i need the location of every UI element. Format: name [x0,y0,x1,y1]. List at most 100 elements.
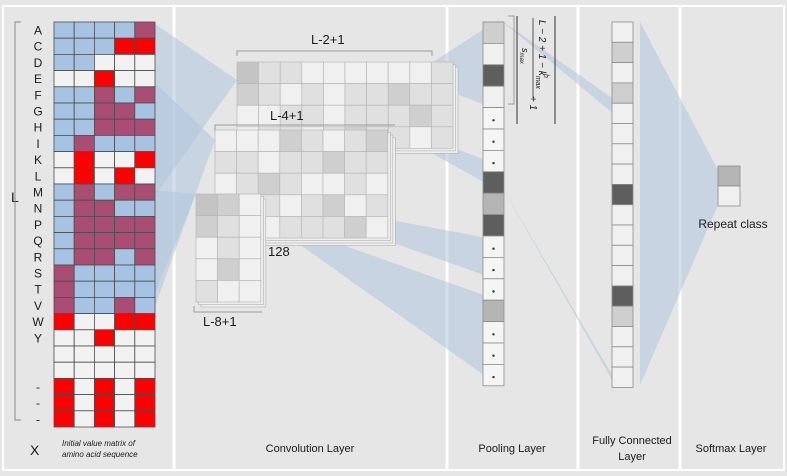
feature-map-cell [238,215,262,238]
projection-beam [258,215,498,385]
feature-map-cell [236,83,259,106]
feature-map-cell [236,61,259,84]
feature-map-cell [195,193,218,216]
amino-acid-label: F [34,88,41,102]
dense-neuron [611,123,634,145]
matrix-cell [114,134,136,152]
matrix-cell [134,86,156,104]
amino-acid-label: C [34,40,43,54]
feature-map-cell [238,193,262,216]
feature-map-cell [409,104,432,128]
matrix-cell [73,183,95,201]
matrix-cell [73,329,95,347]
matrix-cell [94,70,116,88]
feature-map-cell [344,172,367,196]
matrix-cell [114,232,136,250]
feature-map-cell [217,280,240,303]
matrix-cell [94,134,116,152]
softmax-section: Repeat class Softmax Layer [696,165,768,455]
matrix-cell [114,377,136,395]
pooling-cell [482,363,505,387]
matrix-cell [73,410,95,428]
feature-map-cell [431,126,454,149]
pooling-size-bracket [508,15,515,105]
matrix-cell [73,37,95,55]
feature-map-cell [301,194,324,217]
matrix-cell [94,86,116,104]
dense-neuron [611,41,634,63]
pooling-cell [482,214,505,237]
matrix-cell [73,21,95,39]
matrix-cell [53,410,75,428]
matrix-cell [134,345,156,363]
ellipsis-dot [492,119,495,122]
feature-map-cell [236,151,259,174]
matrix-cell [94,102,116,120]
amino-acid-label: E [34,72,42,86]
matrix-cell [73,248,95,266]
matrix-cell [94,313,116,331]
matrix-cell [134,134,156,152]
matrix-cell [114,199,136,217]
feature-map-cell [344,216,367,239]
matrix-caption-line2: amino acid sequence [62,450,138,459]
feature-map-cell [238,258,262,281]
matrix-cell [53,183,75,201]
pooling-cell [482,171,505,194]
amino-acid-label: G [33,105,42,119]
matrix-cell [73,215,95,233]
feature-map-cell [279,61,303,84]
pooling-cell [482,342,505,365]
feature-map-cell [279,151,302,174]
matrix-cell [134,167,156,185]
matrix-cell [53,167,75,185]
matrix-cell [53,215,75,233]
pooling-cell [482,235,505,258]
projection-beam [640,22,718,385]
feature-map-cell [195,215,218,238]
feature-map-cell [431,104,454,128]
matrix-cell [53,134,75,152]
feature-map-cell [409,61,432,84]
feature-map-cell [217,236,240,260]
dense-neuron [611,21,634,43]
amino-acid-label: H [34,121,43,135]
dense-neuron [611,366,634,388]
matrix-cell [53,313,75,331]
feature-map-cell [387,104,411,128]
feature-map-cell [258,61,281,84]
feature-map-cell [431,83,454,106]
dense-neuron [611,183,634,206]
amino-acid-label: T [34,283,42,297]
feature-map-cell [257,151,281,174]
feature-map-cell [344,61,367,84]
matrix-cell [73,199,95,217]
feature-map-cell [301,83,324,106]
formula-numerator: L − 2 + 1 − kmaxh [534,20,549,89]
matrix-cell [114,329,136,347]
feature-map-cell [322,172,345,196]
feature-map-cell [409,126,432,149]
convolution-layer-title: Convolution Layer [266,443,355,455]
feature-map2-label: L-4+1 [270,108,304,123]
feature-map-cell [323,83,346,106]
matrix-cell [94,37,116,55]
feature-map-cell [344,104,367,128]
matrix-cell [114,151,136,169]
matrix-cell [53,199,75,217]
pooling-cell [482,128,505,151]
outer-frame [2,5,785,471]
matrix-cell [94,199,116,217]
dense-section: Fully Connected Layer [592,21,672,463]
pooling-layer-title: Pooling Layer [478,443,546,455]
matrix-cell [114,70,136,88]
feature-map-cell [365,194,389,217]
matrix-cell [53,248,75,266]
matrix-cell [53,232,75,250]
matrix-cell [134,377,156,395]
matrix-cell [73,167,95,185]
matrix-cell [114,183,136,201]
feature-map-cell [301,104,324,128]
matrix-cell [94,232,116,250]
pooling-output-formula: L − 2 + 1 − kmaxh + 1 smax [516,16,556,124]
